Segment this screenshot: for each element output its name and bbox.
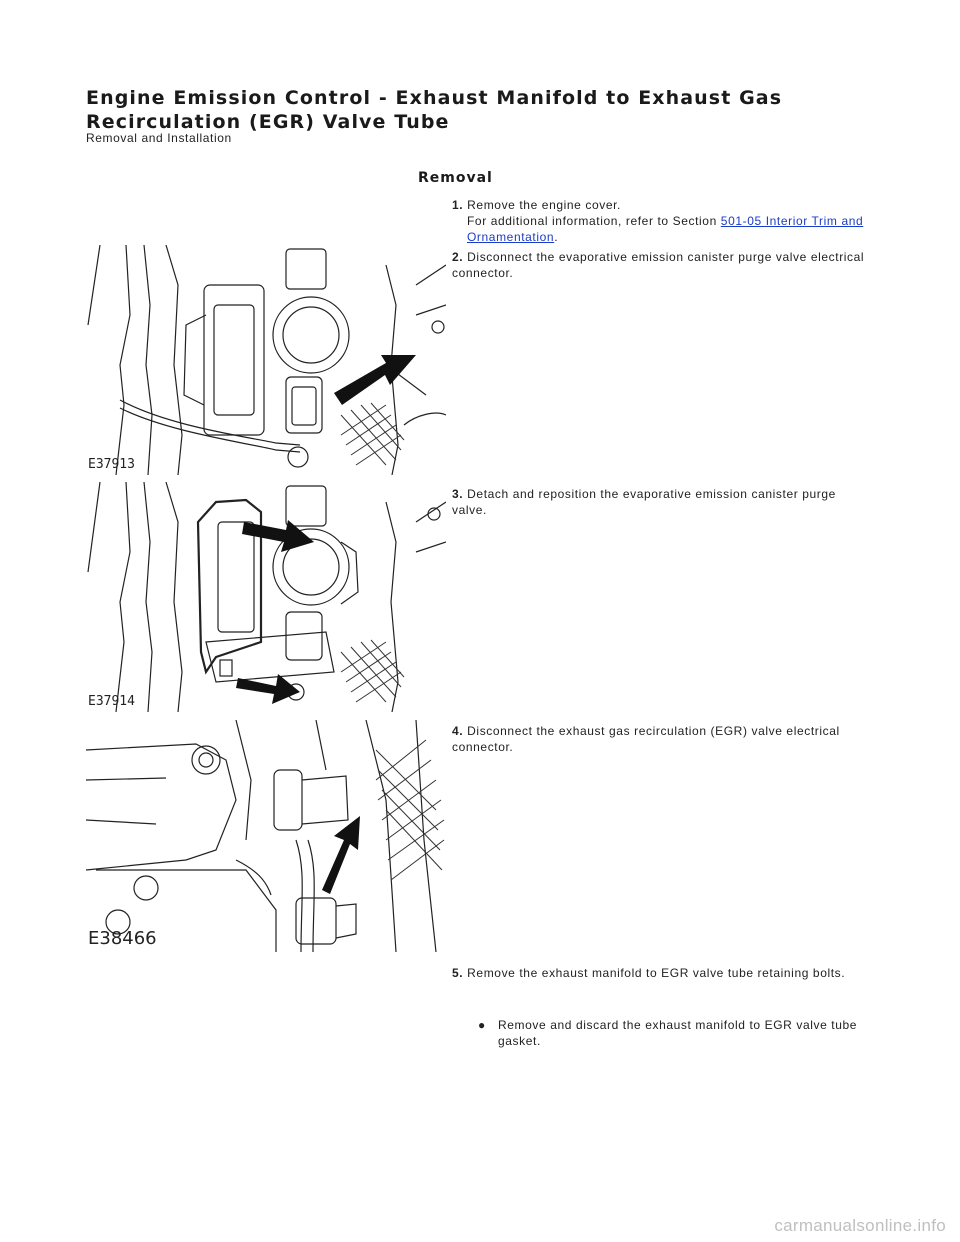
page-title: Engine Emission Control - Exhaust Manifo… — [86, 87, 783, 133]
bullet-text: Remove and discard the exhaust manifold … — [498, 1018, 858, 1048]
figure-label: E37914 — [88, 694, 135, 709]
illustration-purge-valve-connector — [87, 245, 446, 475]
illustration-egr-connector — [86, 720, 445, 952]
step-1: 1. Remove the engine cover. For addition… — [452, 197, 872, 245]
step-number: 2. — [452, 250, 464, 264]
step-4: 4. Disconnect the exhaust gas recirculat… — [452, 723, 872, 755]
step-number: 3. — [452, 487, 464, 501]
step-text: Remove the exhaust manifold to EGR valve… — [467, 966, 846, 980]
bullet-item: ● Remove and discard the exhaust manifol… — [478, 1017, 860, 1049]
figure-e37913: E37913 — [86, 245, 446, 475]
step-number: 5. — [452, 966, 464, 980]
step-5: 5. Remove the exhaust manifold to EGR va… — [452, 965, 872, 981]
page-subtitle: Removal and Installation — [86, 131, 232, 145]
step-reference: For additional information, refer to Sec… — [467, 214, 864, 244]
step-text: Remove the engine cover. — [467, 198, 621, 212]
figure-label: E37913 — [88, 457, 135, 472]
step-number: 1. — [452, 198, 464, 212]
bullet-icon: ● — [478, 1018, 486, 1032]
step-text: Detach and reposition the evaporative em… — [452, 487, 836, 517]
figure-label: E38466 — [88, 928, 157, 949]
watermark[interactable]: carmanualsonline.info — [774, 1216, 946, 1235]
step-text: Disconnect the exhaust gas recirculation… — [452, 724, 840, 754]
section-link[interactable]: 501-05 Interior Trim and Ornamentation — [467, 214, 864, 244]
step-text: Disconnect the evaporative emission cani… — [452, 250, 865, 280]
step-3: 3. Detach and reposition the evaporative… — [452, 486, 872, 518]
figure-e38466: E38466 — [86, 720, 446, 952]
section-heading-removal: Removal — [418, 170, 493, 186]
step-number: 4. — [452, 724, 464, 738]
illustration-purge-valve-reposition — [87, 482, 446, 712]
figure-e37914: E37914 — [86, 482, 446, 712]
step-2: 2. Disconnect the evaporative emission c… — [452, 249, 872, 281]
